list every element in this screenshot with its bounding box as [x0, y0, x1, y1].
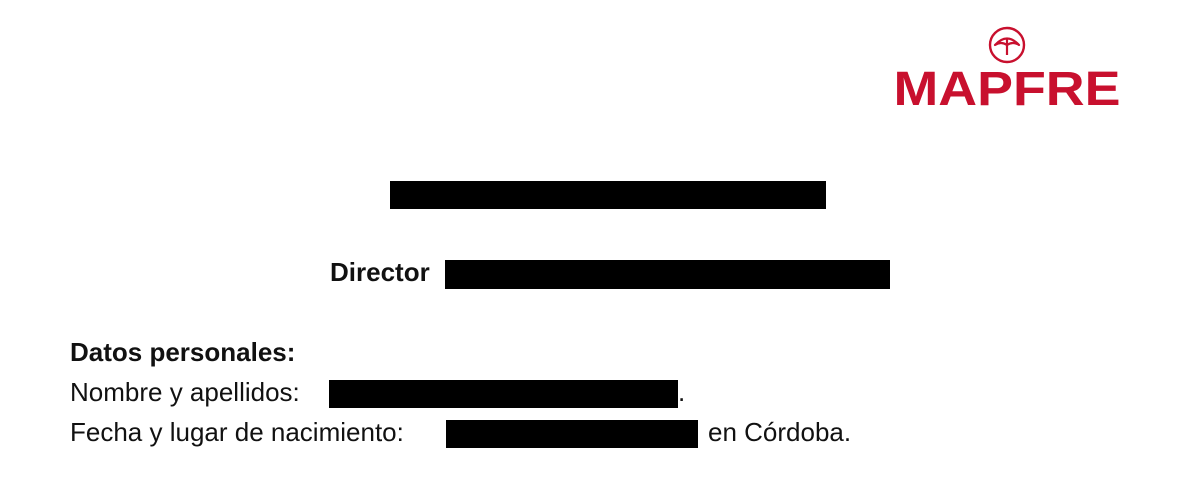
redacted-director-name — [445, 260, 890, 289]
name-label: Nombre y apellidos: — [70, 377, 300, 407]
redacted-birth-date — [446, 420, 698, 448]
brand-wordmark: MAPFRE — [893, 63, 1121, 116]
redacted-heading — [390, 181, 826, 209]
section-title: Datos personales: — [70, 337, 296, 367]
mapfre-logo: MAPFRE — [876, 24, 1138, 116]
name-suffix: . — [678, 377, 686, 407]
umbrella-circle-icon — [988, 26, 1026, 64]
director-label: Director — [330, 257, 430, 287]
redacted-name — [329, 380, 678, 408]
birth-suffix: en Córdoba. — [708, 417, 852, 447]
birth-label: Fecha y lugar de nacimiento: — [70, 417, 404, 447]
